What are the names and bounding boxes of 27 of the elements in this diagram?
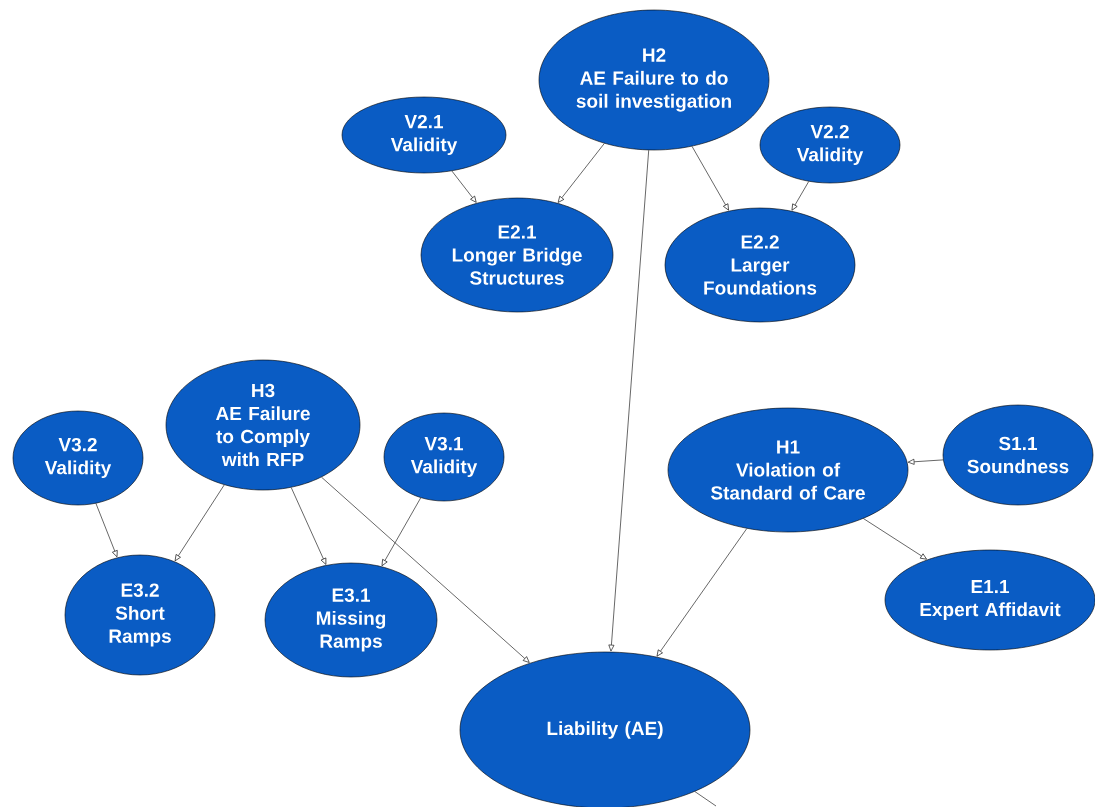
ellipse-node: Liability (AE) [459,651,751,807]
ellipse-node: E2.2 Larger Foundations [664,207,856,323]
ellipse-node: E1.1 Expert Affidavit [884,549,1095,651]
arrow [321,476,530,663]
ellipse-node: H2 AE Failure to do soil investigation [538,9,770,151]
ellipse-node: E2.1 Longer Bridge Structures [420,197,614,313]
arrow [691,146,729,211]
arrow [907,458,944,465]
arrow [863,518,927,560]
ellipse-node: E3.2 Short Ramps [64,554,216,676]
ellipse-node: V3.1 Validity [383,412,505,502]
ellipse-node: S1.1 Soundness [942,404,1094,506]
arrow [608,149,649,652]
arrow [557,143,605,203]
ellipse-node: V2.1 Validity [341,96,507,174]
ellipse-node: V2.2 Validity [759,106,901,184]
arrow [381,497,421,567]
arrow [656,528,748,657]
arrow [791,181,809,211]
arrow [451,170,477,203]
ellipse-node: E3.1 Missing Ramps [264,562,438,678]
ellipse-node: V3.2 Validity [12,410,144,506]
ellipse-node: H1 Violation of Standard of Care [667,407,909,533]
ellipse-node: H3 AE Failure to Comply with RFP [165,359,361,491]
arrow [290,487,327,565]
arrow [174,484,225,562]
arrow [95,503,118,558]
